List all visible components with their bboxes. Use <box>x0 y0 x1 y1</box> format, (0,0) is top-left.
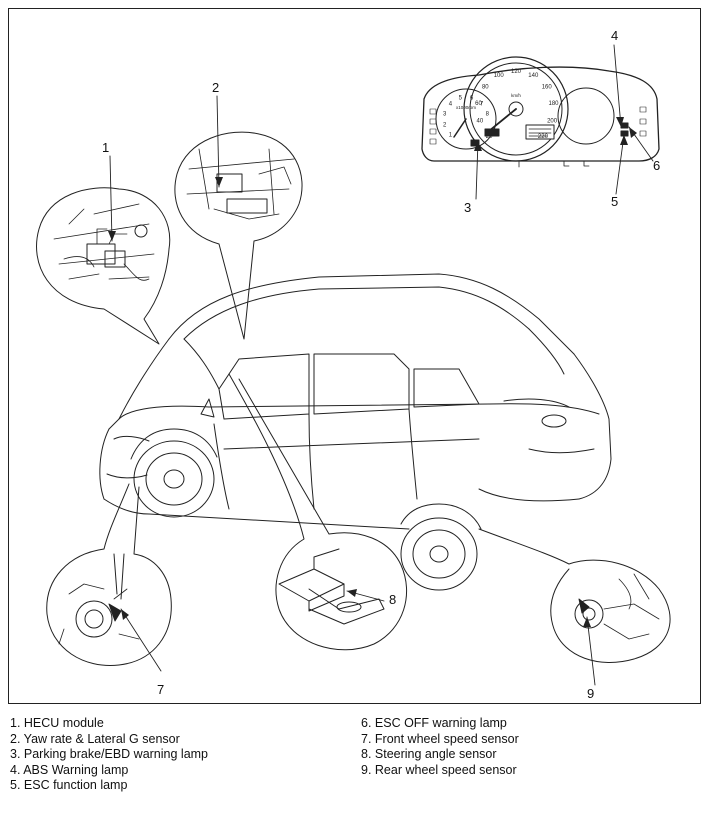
diagram-illustration: 2040608010012014016018020022012345678x10… <box>36 44 671 686</box>
bubble-rear-wheel-sensor <box>478 528 671 663</box>
legend-item: 6. ESC OFF warning lamp <box>361 716 507 730</box>
legend-item: 2. Yaw rate & Lateral G sensor <box>10 731 180 746</box>
callout-3: 3 <box>464 200 472 215</box>
speedometer-tick-label: 140 <box>528 73 539 79</box>
bubble-yaw-sensor <box>174 131 303 340</box>
callout-2: 2 <box>212 80 220 95</box>
bubble-steering-sensor <box>228 373 408 651</box>
legend-item: 3. Parking brake/EBD warning lamp <box>10 747 209 761</box>
callout-9: 9 <box>587 686 595 701</box>
tachometer-tick-label: 7 <box>480 101 484 107</box>
legend-item: 8. Steering angle sensor <box>361 747 497 761</box>
leader-lines <box>109 44 654 686</box>
tachometer-tick-label: 4 <box>449 101 453 107</box>
speedometer-tick-label: 60 <box>475 101 482 107</box>
callout-8: 8 <box>389 592 397 607</box>
speed-unit-label: km/h <box>511 93 521 98</box>
legend-item: 4. ABS Warning lamp <box>10 762 129 777</box>
legend-item: 9. Rear wheel speed sensor <box>361 762 517 777</box>
tachometer-tick-label: 8 <box>486 111 490 117</box>
tachometer-tick-label: 6 <box>470 96 474 102</box>
callout-6: 6 <box>653 158 661 173</box>
vehicle-outline <box>99 273 612 591</box>
speedometer-tick-label: 200 <box>547 119 558 125</box>
rpm-unit-label: x1000rpm <box>456 105 476 110</box>
legend-item: 7. Front wheel speed sensor <box>361 731 519 746</box>
speedometer-tick-label: 100 <box>494 73 505 79</box>
speedometer-tick-label: 160 <box>542 85 553 91</box>
parts-legend: 1. HECU module 2. Yaw rate & Lateral G s… <box>10 716 700 808</box>
bubble-hecu <box>36 187 171 345</box>
speedometer-tick-label: 120 <box>511 69 522 75</box>
legend-column-left: 1. HECU module 2. Yaw rate & Lateral G s… <box>10 716 208 794</box>
bubble-front-wheel-sensor <box>46 483 172 667</box>
legend-item: 1. HECU module <box>10 716 104 730</box>
tachometer-tick-label: 2 <box>443 123 447 129</box>
speedometer-tick-label: 80 <box>482 85 489 91</box>
speedometer-tick-label: 20 <box>486 134 493 140</box>
tachometer-tick-label: 3 <box>443 111 447 117</box>
legend-item: 5. ESC function lamp <box>10 778 128 792</box>
instrument-cluster <box>421 56 660 168</box>
leader-arrows <box>108 117 637 627</box>
callout-7: 7 <box>157 682 165 697</box>
callout-5: 5 <box>611 194 619 209</box>
speedometer-tick-label: 220 <box>538 134 549 140</box>
tachometer-tick-label: 1 <box>449 133 453 139</box>
legend-column-right: 6. ESC OFF warning lamp 7. Front wheel s… <box>361 716 519 778</box>
speedometer-tick-label: 180 <box>548 101 559 107</box>
callout-4: 4 <box>611 28 619 43</box>
callout-1: 1 <box>102 140 110 155</box>
speedometer-tick-label: 40 <box>477 119 484 125</box>
tachometer-tick-label: 5 <box>459 96 463 102</box>
